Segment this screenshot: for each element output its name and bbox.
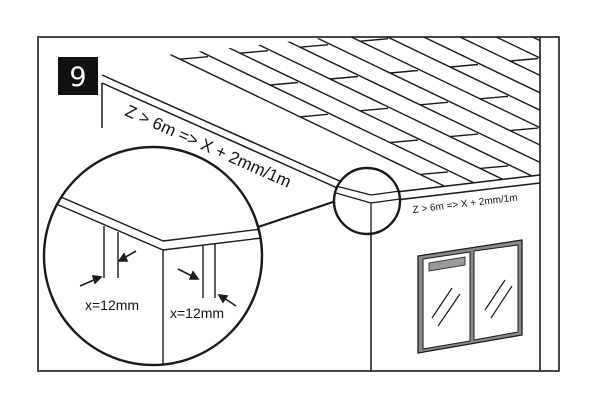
diagram-frame xyxy=(37,36,560,372)
step-badge xyxy=(58,57,98,95)
gap-arrows-left xyxy=(79,250,137,287)
detail-circle: x=12mm x=12mm xyxy=(42,145,264,367)
step-number: 9 xyxy=(69,62,86,93)
ceiling-panels xyxy=(102,37,540,195)
detail-connector xyxy=(257,199,337,229)
zoom-spot-circle xyxy=(332,166,402,236)
gap-arrows-right xyxy=(177,268,237,307)
gap-label-right: x=12mm xyxy=(170,305,224,321)
window xyxy=(417,239,523,354)
gap-label-left: x=12mm xyxy=(85,297,139,313)
